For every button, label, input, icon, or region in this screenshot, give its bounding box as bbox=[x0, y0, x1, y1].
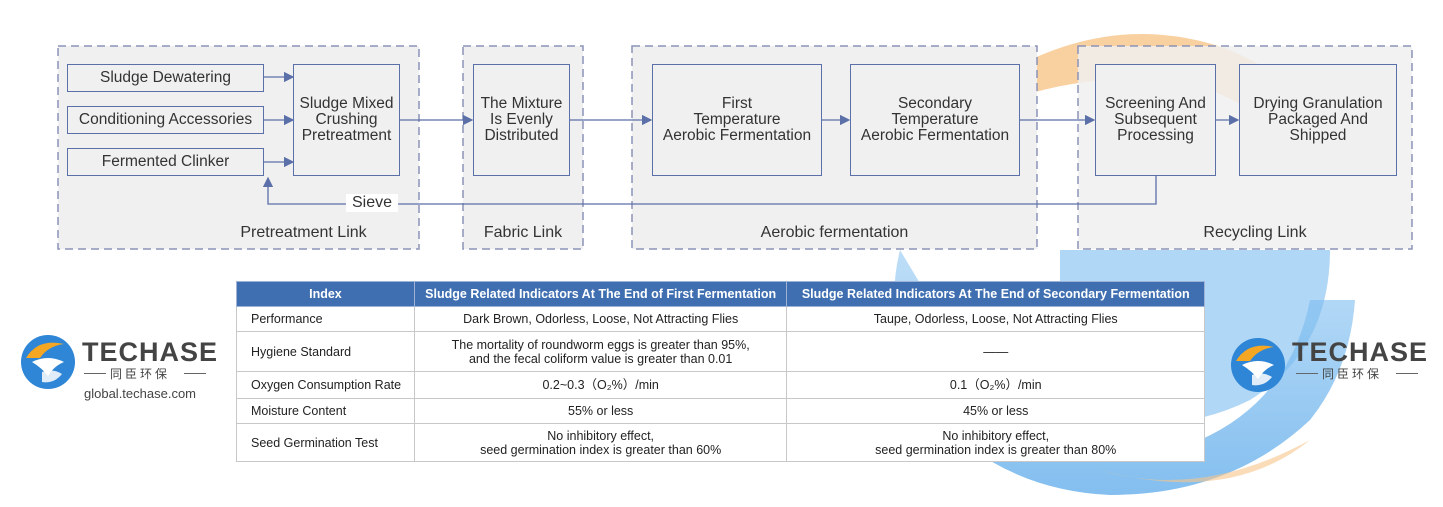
table-cell: No inhibitory effect, seed germination i… bbox=[413, 423, 788, 462]
table-cell: Hygiene Standard bbox=[236, 331, 415, 372]
table-cell: —— bbox=[786, 331, 1205, 372]
brand-url: global.techase.com bbox=[84, 386, 197, 401]
brand-chinese-right: 同臣环保 bbox=[1322, 367, 1383, 381]
table-cell: 55% or less bbox=[413, 398, 788, 424]
node-first-temperature: First Temperature Aerobic Fermentation bbox=[652, 64, 822, 176]
table-cell: Taupe, Odorless, Loose, Not Attracting F… bbox=[786, 306, 1205, 332]
table-row: Moisture Content 55% or less 45% or less bbox=[236, 398, 1205, 424]
table-row: Seed Germination Test No inhibitory effe… bbox=[236, 423, 1205, 462]
table-header-cell: Index bbox=[236, 281, 415, 307]
sieve-label: Sieve bbox=[346, 194, 399, 212]
node-sludge-dewatering: Sludge Dewatering bbox=[67, 64, 264, 92]
techase-logo-icon bbox=[1231, 338, 1285, 392]
table-row: Hygiene Standard The mortality of roundw… bbox=[236, 331, 1205, 372]
indicators-table: Index Sludge Related Indicators At The E… bbox=[236, 281, 1205, 462]
brand-divider bbox=[1296, 373, 1318, 374]
node-drying-granulation: Drying Granulation Packaged And Shipped bbox=[1239, 64, 1397, 176]
brand-chinese-left: 同臣环保 bbox=[110, 367, 171, 381]
table-cell: Seed Germination Test bbox=[236, 423, 415, 462]
techase-logo-icon bbox=[21, 335, 75, 389]
table-cell: Moisture Content bbox=[236, 398, 415, 424]
node-secondary-temperature: Secondary Temperature Aerobic Fermentati… bbox=[850, 64, 1020, 176]
table-cell: Performance bbox=[236, 306, 415, 332]
brand-name-right: TECHASE bbox=[1292, 337, 1429, 367]
table-cell: 45% or less bbox=[786, 398, 1205, 424]
group-label-pretreatment: Pretreatment Link bbox=[240, 224, 367, 241]
table-cell: 0.2~0.3（O₂%）/min bbox=[413, 371, 788, 399]
table-header-row: Index Sludge Related Indicators At The E… bbox=[236, 281, 1205, 307]
table-cell: Oxygen Consumption Rate bbox=[236, 371, 415, 399]
table-row: Oxygen Consumption Rate 0.2~0.3（O₂%）/min… bbox=[236, 371, 1205, 399]
brand-name-left: TECHASE bbox=[82, 337, 219, 367]
table-row: Performance Dark Brown, Odorless, Loose,… bbox=[236, 306, 1205, 332]
group-label-aerobic: Aerobic fermentation bbox=[760, 224, 909, 241]
table-header-cell: Sludge Related Indicators At The End of … bbox=[786, 281, 1205, 307]
group-label-fabric: Fabric Link bbox=[483, 224, 563, 241]
node-conditioning-accessories: Conditioning Accessories bbox=[67, 106, 264, 134]
brand-divider bbox=[84, 373, 106, 374]
table-cell: The mortality of roundworm eggs is great… bbox=[413, 331, 788, 372]
node-fermented-clinker: Fermented Clinker bbox=[67, 148, 264, 176]
table-cell: Dark Brown, Odorless, Loose, Not Attract… bbox=[413, 306, 788, 332]
table-cell: No inhibitory effect, seed germination i… bbox=[786, 423, 1205, 462]
group-label-recycling: Recycling Link bbox=[1203, 224, 1307, 241]
table-header-cell: Sludge Related Indicators At The End of … bbox=[413, 281, 788, 307]
node-screening: Screening And Subsequent Processing bbox=[1095, 64, 1216, 176]
brand-divider bbox=[184, 373, 206, 374]
node-mixture-distributed: The Mixture Is Evenly Distributed bbox=[473, 64, 570, 176]
node-sludge-mixed-crushing: Sludge Mixed Crushing Pretreatment bbox=[293, 64, 400, 176]
brand-divider bbox=[1396, 373, 1418, 374]
table-cell: 0.1（O₂%）/min bbox=[786, 371, 1205, 399]
